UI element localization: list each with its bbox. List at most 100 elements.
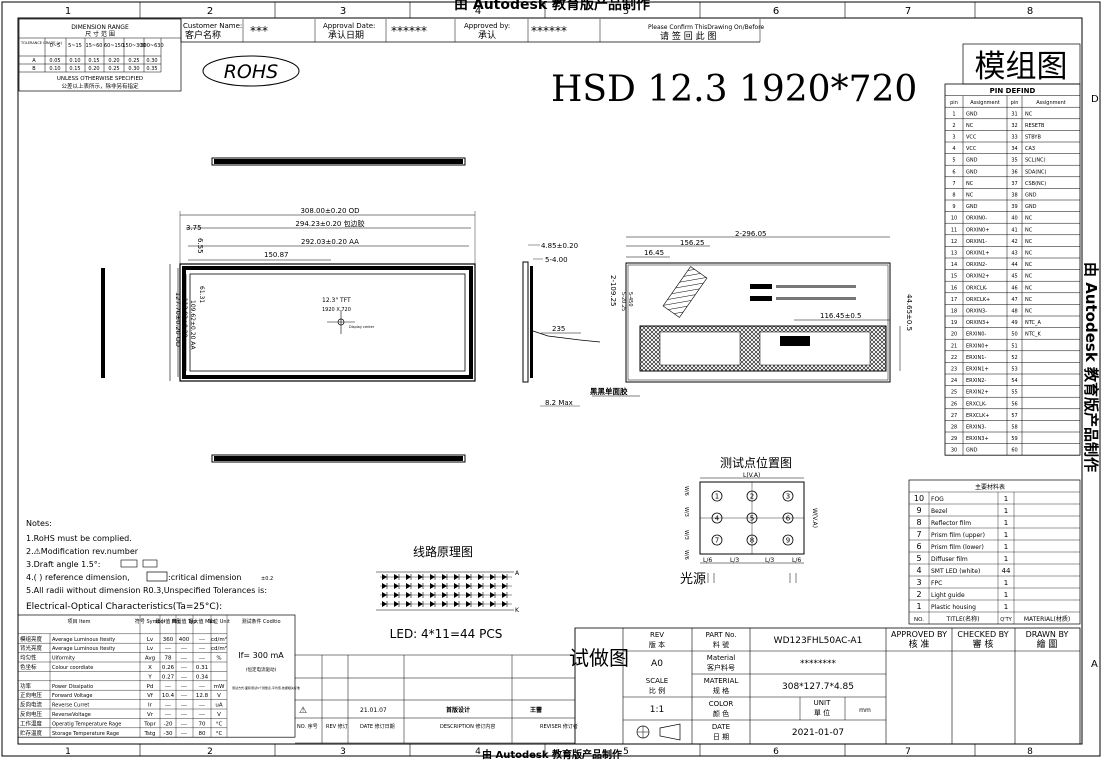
tolerance-rows-1-values-5: 0.35 (146, 66, 157, 72)
material-qty: 1 (1004, 603, 1008, 611)
pin-number: 10 (951, 216, 957, 222)
pin-number: 5 (952, 158, 955, 164)
eo-table-rows-5-0: 功率 (20, 682, 32, 690)
test-point-label: 9 (786, 537, 790, 545)
led-symbol (394, 583, 399, 589)
black-tape-label: 黑黑单面胶 (590, 386, 628, 396)
material-qty: 1 (1004, 555, 1008, 563)
tolerance-rows-1-grade: B (32, 66, 36, 72)
eo-table-rows-9-2: Topr (143, 721, 156, 727)
pin-assignment: NC (1025, 309, 1033, 315)
grid-column-label: 1 (65, 6, 71, 17)
led-symbol (466, 583, 471, 589)
material-qty: 1 (1004, 543, 1008, 551)
title-block-mat-label-cn: 客户料号 (707, 663, 735, 672)
eo-table-rows-2-3: 78 (165, 656, 172, 662)
led-symbol (454, 583, 459, 589)
header-confirm-label-cn: 请 签 回 此 图 (660, 30, 716, 42)
eo-table-rows-8-3: --- (165, 712, 171, 718)
eo-table-rows-7-3: --- (165, 703, 171, 709)
pin-number: 54 (1011, 378, 1017, 384)
pin-assignment: ORXIN0- (966, 216, 987, 222)
grid-column-label: 5 (623, 6, 629, 17)
material-qty: 1 (1004, 507, 1008, 515)
pin-assignment: ORXIN0+ (966, 227, 989, 233)
eo-header: 典型值 Typ (172, 618, 197, 625)
eo-table-rows-0-0: 模组亮度 (20, 635, 43, 643)
circuit-title: 线路原理图 (413, 544, 473, 559)
pin-assignment: ORXIN2- (966, 262, 987, 268)
product-title: HSD 12.3 1920*720 (551, 69, 917, 110)
material-no: 8 (916, 518, 921, 527)
pin-assignment: STBYB (1025, 135, 1041, 141)
material-name: Light guide (931, 592, 965, 599)
tolerance-rows-0-grade: A (32, 58, 36, 64)
eo-table-rows-0-5: --- (199, 637, 205, 643)
led-symbol (430, 583, 435, 589)
pin-assignment: GND (966, 111, 978, 117)
pin-number: 49 (1011, 320, 1017, 326)
title-block-unit-label: UNIT (814, 699, 831, 707)
eo-table-note-small: 测试方式:面积测试9个测量点,平均值,依据相关标准 (232, 685, 300, 690)
rev-value: A0 (651, 659, 663, 669)
notes-n4a: 4.( ) reference dimension, (26, 573, 130, 582)
pin-number: 55 (1011, 390, 1017, 396)
material-no: 3 (916, 578, 921, 587)
material-name: Prism film (upper) (931, 532, 985, 539)
pin-number: 16 (951, 285, 957, 291)
pin-assignment: ERXIN2+ (966, 390, 989, 396)
pin-number: 11 (951, 227, 957, 233)
pin-assignment: CSB(NC) (1025, 181, 1046, 187)
front-view: 12.3" TFT 1920 X 720 Display center 308.… (101, 157, 601, 463)
eo-table-rows-0-2: Lv (147, 637, 154, 643)
tolerance-note: UNLESS OTHERWISE SPECIFIED (57, 76, 143, 82)
eo-table-rows-8-6: V (217, 712, 221, 718)
eo-table-rows-9-5: 70 (199, 721, 206, 727)
material-no: 10 (914, 494, 924, 503)
eo-table-rows-2-1: Uiformity (52, 656, 75, 662)
dims-b450: 5-450 (627, 292, 633, 307)
circuit-diagram: 线路原理图 A K LED: 4*11=44 PCS (376, 544, 520, 641)
eo-table-rows-7-0: 反向电流 (20, 701, 43, 709)
eo-table-rows-10-3: -30 (164, 731, 173, 737)
grid-column-label: 6 (773, 6, 779, 17)
led-symbol (418, 583, 423, 589)
test-points-w6: W/6 (683, 486, 689, 496)
eo-table-rows-9-0: 工作温度 (20, 719, 43, 727)
pin-number: 14 (951, 262, 957, 268)
title-block: 试做图 REV 版 本 A0 PART No. 料 號 WD123FHL50AC… (569, 627, 1081, 745)
led-symbol (394, 574, 399, 580)
pin-assignment: ORXIN3- (966, 309, 987, 315)
eo-table-rows-5-6: mW (214, 684, 225, 690)
material-qty: 1 (1004, 591, 1008, 599)
test-points-l3: L/3 (765, 557, 774, 564)
material-no: 7 (916, 530, 921, 539)
tolerance-rows-0-values-2: 0.15 (88, 58, 99, 64)
dims-b4465: 44.65±0.5 (905, 294, 913, 331)
eo-table-rows-3-2: X (148, 665, 152, 671)
title-block-approved-by-cn: 核 准 (909, 638, 930, 650)
dims-d655: 6.55 (196, 238, 204, 254)
dims-t82: 8.2 Max (545, 399, 573, 407)
circuit-a: A (515, 570, 520, 577)
pin-number: 3 (952, 135, 955, 141)
eo-table-rows-2-4: --- (181, 656, 187, 662)
tolerance-rows-0-values-0: 0.05 (49, 58, 60, 64)
led-symbol (466, 574, 471, 580)
customer-value: *** (250, 24, 268, 38)
pin-number: 35 (1011, 158, 1017, 164)
eo-table-rows-6-0: 正向电压 (20, 691, 43, 699)
pin-assignment: NTC_K (1025, 332, 1041, 338)
eo-table-rows-6-1: Forward Voltage (52, 693, 92, 699)
grid-column-label: 2 (207, 747, 213, 757)
pin-assignment: CA3 (1025, 146, 1035, 152)
pin-number: 17 (951, 297, 957, 303)
eo-table-rows-7-5: --- (199, 703, 205, 709)
test-point (782, 490, 794, 502)
led-symbol (406, 583, 411, 589)
test-point-label: 1 (715, 493, 719, 501)
grid-column-label: 2 (207, 6, 213, 17)
pin-assignment: ERXIN1- (966, 355, 986, 361)
pin-assignment: ERXIN0+ (966, 343, 989, 349)
